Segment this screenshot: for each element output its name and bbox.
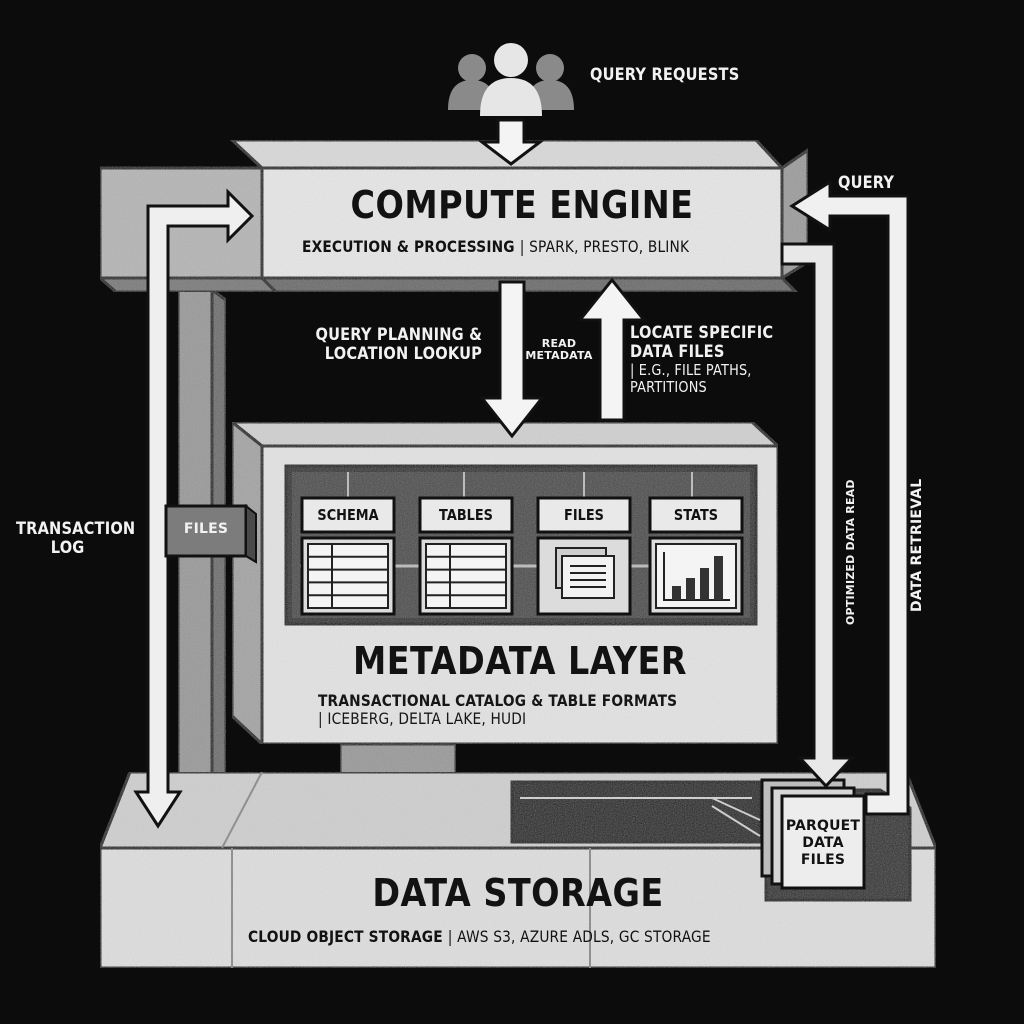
files-tag: [164, 503, 257, 564]
data-retrieval-arrow: [789, 179, 910, 816]
table-icon: [425, 543, 507, 609]
data-retrieval-label: DATA RETRIEVAL: [909, 478, 925, 612]
metadata-layer-subtitle-bold: TRANSACTIONAL CATALOG & TABLE FORMATS: [318, 691, 678, 710]
transaction-log-label: TRANSACTION LOG: [16, 519, 136, 559]
locate-files-bold: LOCATE SPECIFIC DATA FILES: [630, 323, 774, 363]
compute-engine-title: COMPUTE ENGINE: [350, 183, 694, 227]
metadata-layer-title: METADATA LAYER: [353, 639, 687, 683]
bar-chart-icon: [655, 543, 737, 609]
locate-files-rest: | E.G., FILE PATHS, PARTITIONS: [630, 361, 752, 396]
document-icon: [555, 547, 615, 599]
read-metadata-label: READ METADATA: [525, 337, 593, 363]
query-label: QUERY: [838, 173, 895, 193]
parquet-file-stack: [760, 778, 866, 890]
metadata-cards: [300, 496, 744, 616]
compute-engine-subtitle-rest: | SPARK, PRESTO, BLINK: [519, 237, 690, 256]
metadata-card-schema: [300, 496, 396, 616]
metadata-card-label-schema: SCHEMA: [317, 506, 379, 524]
optimized-data-read-label: OPTIMIZED DATA READ: [844, 479, 857, 625]
locate-files-up-arrow: [576, 277, 648, 422]
metadata-card-label-files: FILES: [564, 506, 604, 524]
query-planning-down-arrow: [478, 280, 546, 439]
metadata-card-label-stats: STATS: [673, 506, 719, 524]
data-storage-subtitle-bold: CLOUD OBJECT STORAGE: [248, 927, 443, 946]
table-icon: [307, 543, 389, 609]
query-requests-arrow: [477, 118, 545, 166]
metadata-layer-subtitle: TRANSACTIONAL CATALOG & TABLE FORMATS | …: [318, 692, 758, 728]
files-tag-label: FILES: [183, 521, 229, 537]
data-storage-subtitle-rest: | AWS S3, AZURE ADLS, GC STORAGE: [447, 927, 711, 946]
optimized-data-read-arrow: [780, 242, 856, 789]
data-storage-subtitle: CLOUD OBJECT STORAGE | AWS S3, AZURE ADL…: [248, 928, 764, 946]
compute-engine-subtitle-bold: EXECUTION & PROCESSING: [302, 237, 515, 256]
parquet-label: PARQUET DATA FILES: [785, 818, 861, 868]
query-planning-label: QUERY PLANNING & LOCATION LOOKUP: [310, 325, 482, 365]
metadata-card-files: [536, 496, 632, 616]
metadata-card-tables: [418, 496, 514, 616]
data-storage-title: DATA STORAGE: [372, 871, 664, 915]
query-planning-text: QUERY PLANNING & LOCATION LOOKUP: [315, 325, 482, 365]
metadata-card-label-tables: TABLES: [439, 506, 493, 524]
query-requests-label: QUERY REQUESTS: [590, 65, 740, 85]
metadata-layer-subtitle-rest: | ICEBERG, DELTA LAKE, HUDI: [318, 708, 527, 728]
locate-files-label: LOCATE SPECIFIC DATA FILES | E.G., FILE …: [630, 323, 810, 396]
metadata-card-stats: [648, 496, 744, 616]
compute-engine-subtitle: EXECUTION & PROCESSING | SPARK, PRESTO, …: [302, 238, 715, 256]
transaction-log-arrow: [133, 188, 255, 829]
users-group-icon: [448, 43, 574, 116]
